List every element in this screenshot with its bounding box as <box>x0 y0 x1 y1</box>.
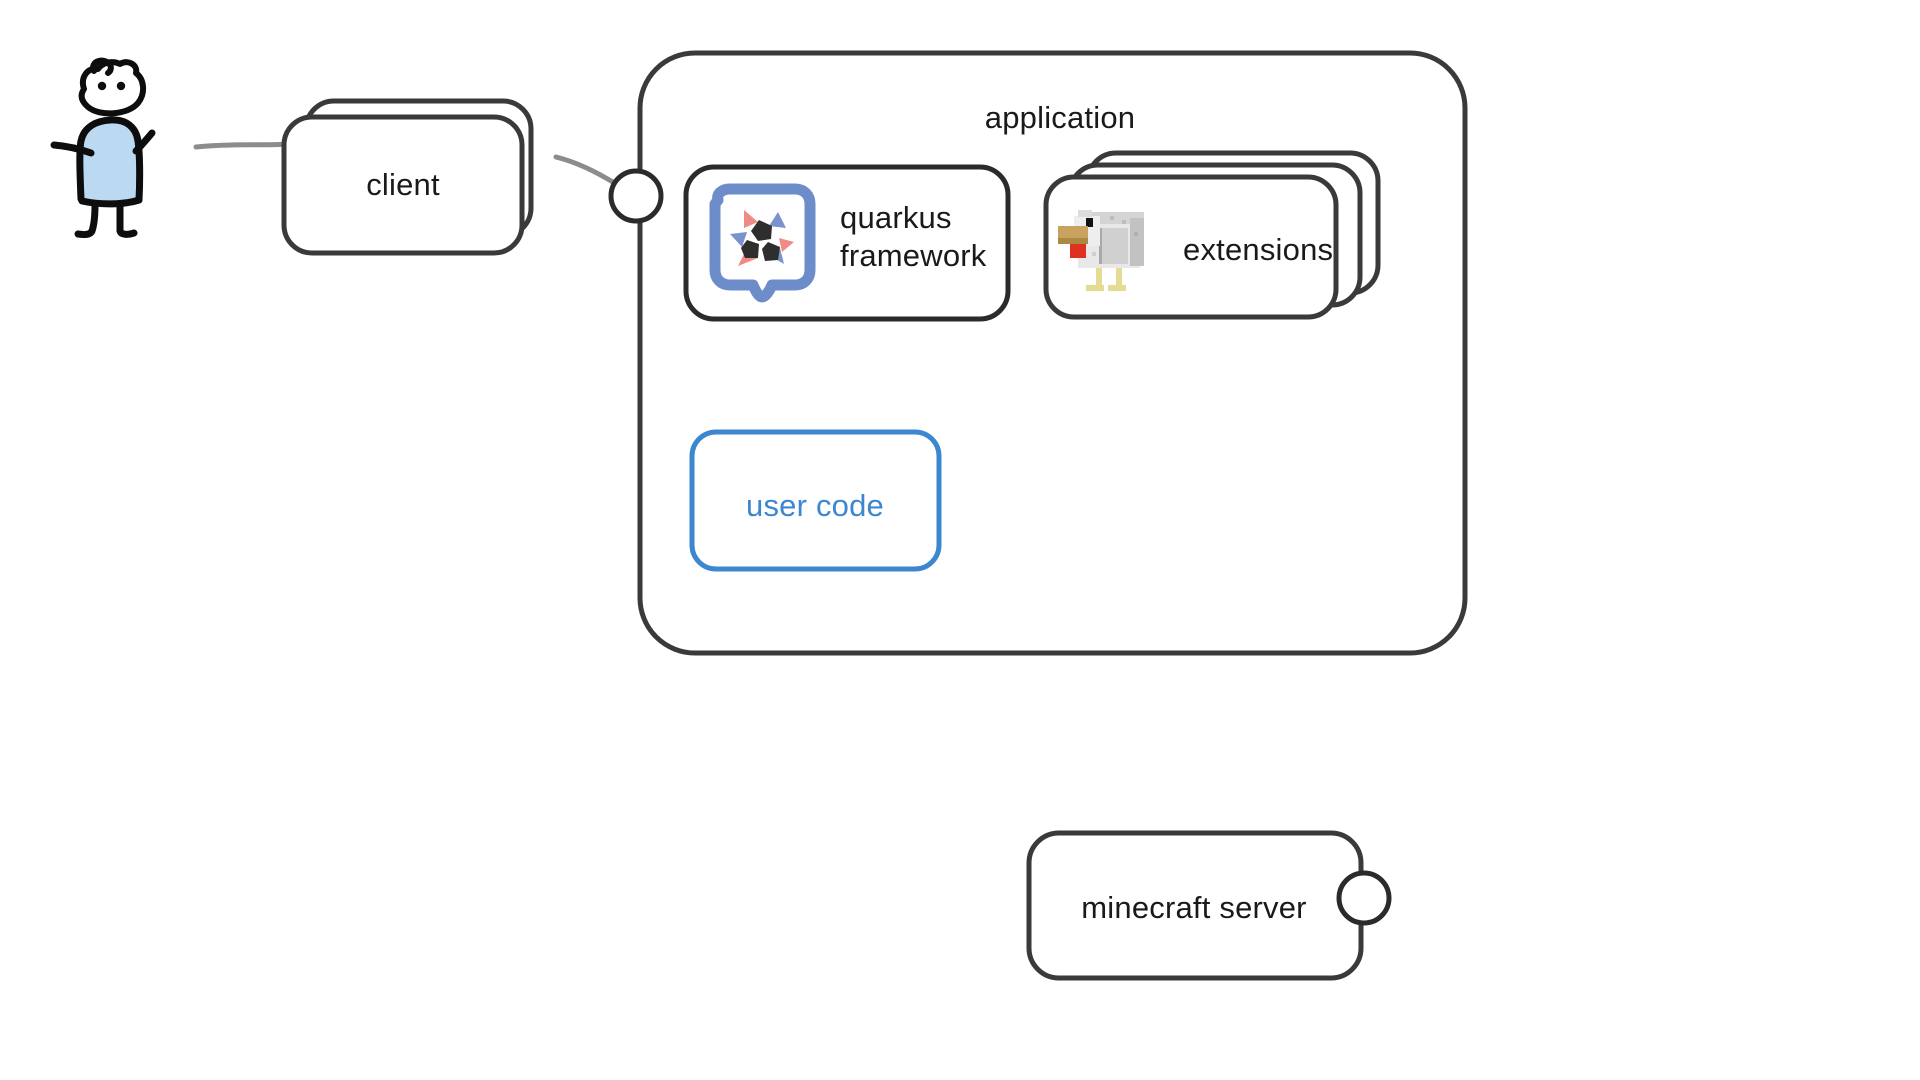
chicken-wing <box>1100 228 1128 264</box>
minecraft-chicken-icon <box>1058 210 1144 291</box>
quarkus-center-hex-top <box>751 220 772 241</box>
figure-arm-right <box>132 129 156 155</box>
port-circle <box>608 168 664 224</box>
quarkus-framework-node[interactable]: quarkus framework <box>682 163 1012 323</box>
figure-body-hem <box>78 196 143 208</box>
extensions-node[interactable]: extensions <box>1040 148 1400 328</box>
client-node[interactable]: client <box>276 95 561 260</box>
minecraft-server-node[interactable]: minecraft server <box>1024 828 1369 983</box>
extensions-label: extensions <box>1183 232 1334 267</box>
user-code-label: user code <box>746 488 884 523</box>
minecraft-server-port[interactable] <box>1333 867 1395 929</box>
figure-leg-left <box>74 201 99 239</box>
application-inbound-port[interactable] <box>605 165 667 227</box>
quarkus-frame <box>709 183 816 303</box>
quarkus-center-hex-left <box>741 240 759 258</box>
chicken-body-right <box>1130 218 1144 266</box>
figure-head <box>78 59 146 117</box>
chicken-speckle-1 <box>1110 216 1114 220</box>
chicken-beak-shade <box>1058 238 1088 244</box>
chicken-leg-left <box>1096 264 1102 288</box>
user-stick-figure[interactable] <box>50 55 180 239</box>
chicken-wattle <box>1070 244 1086 258</box>
quarkus-framework-label-line2: framework <box>840 237 987 273</box>
chicken-speckle-3 <box>1134 232 1138 236</box>
quarkus-point-red-nw <box>744 210 758 228</box>
application-label: application <box>984 100 1136 135</box>
chicken-leg-right <box>1116 264 1122 288</box>
figure-leg-right <box>116 201 138 238</box>
client-to-application-link <box>553 154 619 187</box>
client-label: client <box>366 167 440 202</box>
quarkus-framework-box <box>683 164 1011 322</box>
quarkus-point-blue-w <box>730 232 747 247</box>
quarkus-point-red-e <box>779 238 794 252</box>
quarkus-center-hex-right <box>762 242 780 261</box>
chicken-foot-left <box>1086 285 1104 291</box>
chicken-speckle-4 <box>1092 252 1096 256</box>
client-stack-front <box>281 114 525 256</box>
figure-hair-curl <box>90 57 114 76</box>
user-code-node[interactable]: user code <box>688 428 943 573</box>
quarkus-logo-icon <box>709 183 816 303</box>
chicken-eye <box>1086 218 1093 227</box>
figure-shirt-fill <box>81 119 139 201</box>
minecraft-server-label: minecraft server <box>1081 890 1307 925</box>
chicken-wing-edge <box>1099 228 1102 264</box>
figure-eye-left <box>97 81 107 91</box>
quarkus-point-blue-ne <box>769 212 786 228</box>
chicken-comb <box>1078 210 1092 217</box>
chicken-foot-right <box>1108 285 1126 291</box>
port-circle <box>1336 870 1392 926</box>
figure-arm-left <box>50 141 95 157</box>
chicken-speckle-2 <box>1122 220 1126 224</box>
quarkus-framework-label-line1: quarkus <box>840 200 952 235</box>
figure-eye-right <box>116 81 126 91</box>
user-code-box <box>689 429 942 572</box>
quarkus-framework-label: quarkus framework <box>840 199 987 275</box>
